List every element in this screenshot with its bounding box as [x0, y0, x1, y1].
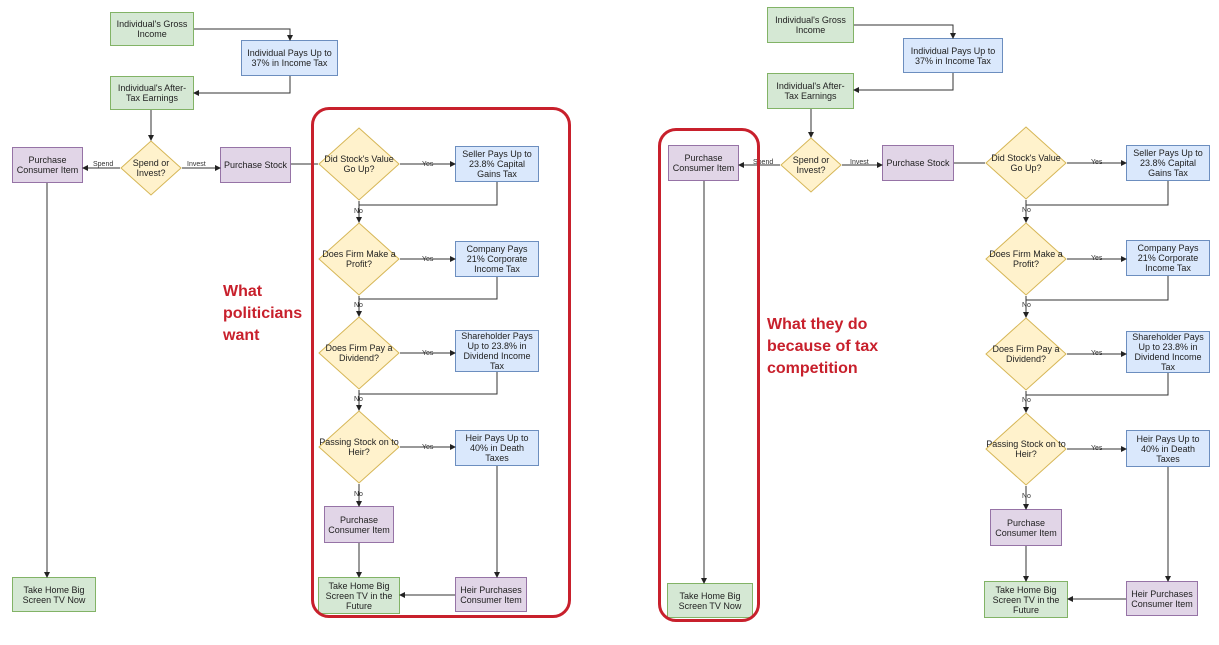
yes-edge-label: Yes	[421, 256, 435, 264]
annotation-line: What they do	[767, 316, 868, 333]
yes-edge-label: Yes	[421, 444, 435, 452]
annotation-line: politicians	[223, 305, 303, 322]
gross-income-node: Individual's Gross Income	[767, 7, 854, 43]
purchase-consumer-node: Purchase Consumer Item	[12, 147, 83, 183]
firm-profit-decision: Does Firm Make a Profit?	[985, 222, 1067, 296]
purchase-consumer-later-node: Purchase Consumer Item	[990, 509, 1062, 546]
yes-edge-label: Yes	[1090, 445, 1104, 453]
passing-stock-decision: Passing Stock on to Heir?	[985, 412, 1067, 486]
annotation-line: want	[223, 327, 260, 344]
after-tax-node: Individual's After-Tax Earnings	[110, 76, 194, 110]
firm-dividend-decision: Does Firm Pay a Dividend?	[985, 317, 1067, 391]
no-edge-label: No	[1021, 493, 1032, 501]
annotation-line: What	[223, 283, 263, 300]
passing-stock-decision: Passing Stock on to Heir?	[318, 410, 400, 484]
take-home-future-node: Take Home Big Screen TV in the Future	[318, 577, 400, 614]
corporate-tax-node: Company Pays 21% Corporate Income Tax	[455, 241, 539, 277]
yes-edge-label: Yes	[1090, 255, 1104, 263]
no-edge-label: No	[1021, 302, 1032, 310]
no-edge-label: No	[1021, 397, 1032, 405]
tax-competition-annotation: What they do because of tax competition	[767, 314, 878, 380]
gross-income-node: Individual's Gross Income	[110, 12, 194, 46]
spend-or-invest-decision: Spend or Invest?	[120, 140, 182, 196]
no-edge-label: No	[1021, 207, 1032, 215]
no-edge-label: No	[353, 302, 364, 310]
death-tax-node: Heir Pays Up to 40% in Death Taxes	[455, 430, 539, 466]
yes-edge-label: Yes	[1090, 159, 1104, 167]
capital-gains-node: Seller Pays Up to 23.8% Capital Gains Ta…	[455, 146, 539, 182]
decision-diamond-shape	[120, 140, 182, 196]
politicians-want-annotation: What politicians want	[223, 281, 302, 347]
annotation-line: competition	[767, 360, 858, 377]
purchase-stock-node: Purchase Stock	[882, 145, 954, 181]
income-tax-node: Individual Pays Up to 37% in Income Tax	[903, 38, 1003, 73]
corporate-tax-node: Company Pays 21% Corporate Income Tax	[1126, 240, 1210, 276]
take-home-now-node: Take Home Big Screen TV Now	[12, 577, 96, 612]
no-edge-label: No	[353, 491, 364, 499]
stock-up-decision: Did Stock's Value Go Up?	[985, 126, 1067, 200]
decision-diamond-shape	[318, 410, 400, 484]
no-edge-label: No	[353, 208, 364, 216]
after-tax-node: Individual's After-Tax Earnings	[767, 73, 854, 109]
tax-competition-highlight	[658, 128, 760, 622]
spend-edge-label: Spend	[752, 159, 775, 167]
invest-edge-label: Invest	[186, 161, 207, 169]
no-edge-label: No	[353, 396, 364, 404]
take-home-future-node: Take Home Big Screen TV in the Future	[984, 581, 1068, 618]
capital-gains-node: Seller Pays Up to 23.8% Capital Gains Ta…	[1126, 145, 1210, 181]
dividend-tax-node: Shareholder Pays Up to 23.8% in Dividend…	[1126, 331, 1210, 373]
yes-edge-label: Yes	[421, 350, 435, 358]
yes-edge-label: Yes	[1090, 350, 1104, 358]
take-home-now-node: Take Home Big Screen TV Now	[667, 583, 753, 618]
heir-purchases-node: Heir Purchases Consumer Item	[455, 577, 527, 612]
dividend-tax-node: Shareholder Pays Up to 23.8% in Dividend…	[455, 330, 539, 372]
politicians-want-highlight	[311, 107, 571, 618]
spend-or-invest-decision: Spend or Invest?	[780, 137, 842, 193]
heir-purchases-node: Heir Purchases Consumer Item	[1126, 581, 1198, 616]
invest-edge-label: Invest	[849, 159, 870, 167]
decision-diamond-shape	[780, 137, 842, 193]
spend-edge-label: Spend	[92, 161, 115, 169]
death-tax-node: Heir Pays Up to 40% in Death Taxes	[1126, 430, 1210, 467]
decision-diamond-shape	[985, 412, 1067, 486]
yes-edge-label: Yes	[421, 161, 435, 169]
income-tax-node: Individual Pays Up to 37% in Income Tax	[241, 40, 338, 76]
purchase-stock-node: Purchase Stock	[220, 147, 291, 183]
annotation-line: because of tax	[767, 338, 879, 355]
